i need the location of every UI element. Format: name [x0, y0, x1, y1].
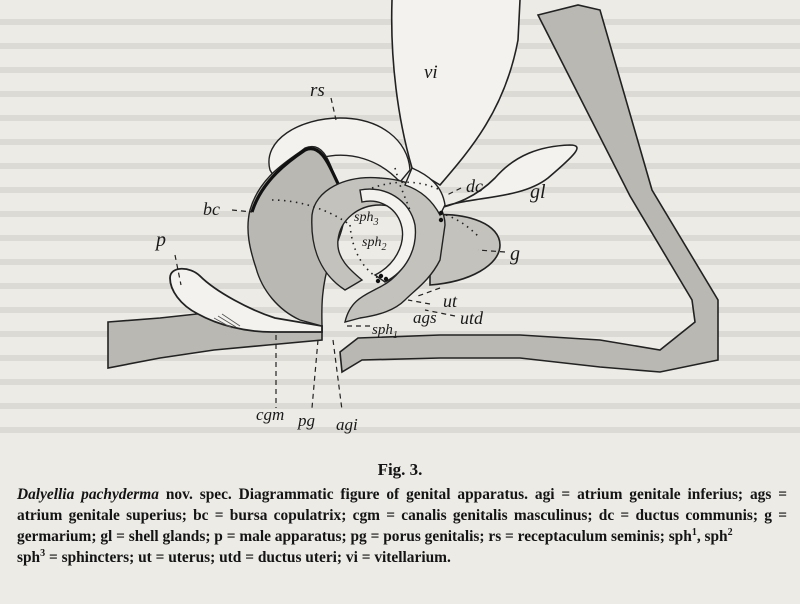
label-vi: vi: [424, 62, 438, 83]
shell-glands: [439, 144, 578, 209]
caption-sup-3: 3: [40, 547, 46, 559]
label-cgm: cgm: [256, 405, 284, 424]
caption-tail: = sphincters; ut = uterus; utd = ductus …: [45, 549, 451, 566]
label-bc: bc: [203, 199, 220, 219]
bursa-copulatrix-wall: [250, 146, 344, 213]
background-scan-lines: [0, 19, 800, 433]
caption-sup-1: 1: [691, 526, 697, 538]
label-ags: ags: [413, 308, 437, 327]
label-p: p: [154, 229, 166, 251]
label-agi: agi: [336, 415, 358, 434]
caption-sep-1: , sph: [696, 528, 728, 545]
figure-caption: Dalyellia pachyderma nov. spec. Diagramm…: [17, 484, 787, 568]
caption-sep-2: sph: [17, 549, 41, 566]
germarium: [429, 213, 501, 286]
label-ut: ut: [443, 291, 458, 311]
ductus-communis: [404, 167, 446, 217]
uterus: [359, 188, 417, 283]
genital-apparatus-diagram: vi rs dc gl bc sph3 sph2 g p ut ags utd …: [0, 0, 800, 434]
leader-lines: [174, 97, 506, 411]
caption-sup-2: 2: [727, 526, 733, 538]
figure-title: Fig. 3.: [377, 460, 423, 479]
caption-species-name: Dalyellia pachyderma: [17, 486, 159, 503]
label-gl: gl: [530, 181, 546, 203]
dotted-lines: [271, 167, 481, 279]
male-apparatus-stripes: [213, 313, 241, 329]
sphincter-dots: [375, 210, 444, 284]
label-g: g: [510, 243, 520, 265]
label-rs: rs: [310, 80, 325, 101]
label-sph2: sph2: [362, 235, 386, 253]
label-dc: dc: [466, 176, 483, 196]
label-sph3: sph3: [354, 210, 378, 228]
label-utd: utd: [460, 308, 484, 328]
body-wall: [339, 4, 719, 374]
label-pg: pg: [297, 411, 315, 430]
vitellarium: [390, 0, 521, 187]
caption-text: nov. spec. Diagrammatic figure of genita…: [17, 486, 787, 545]
label-sph1: sph1: [372, 322, 398, 341]
